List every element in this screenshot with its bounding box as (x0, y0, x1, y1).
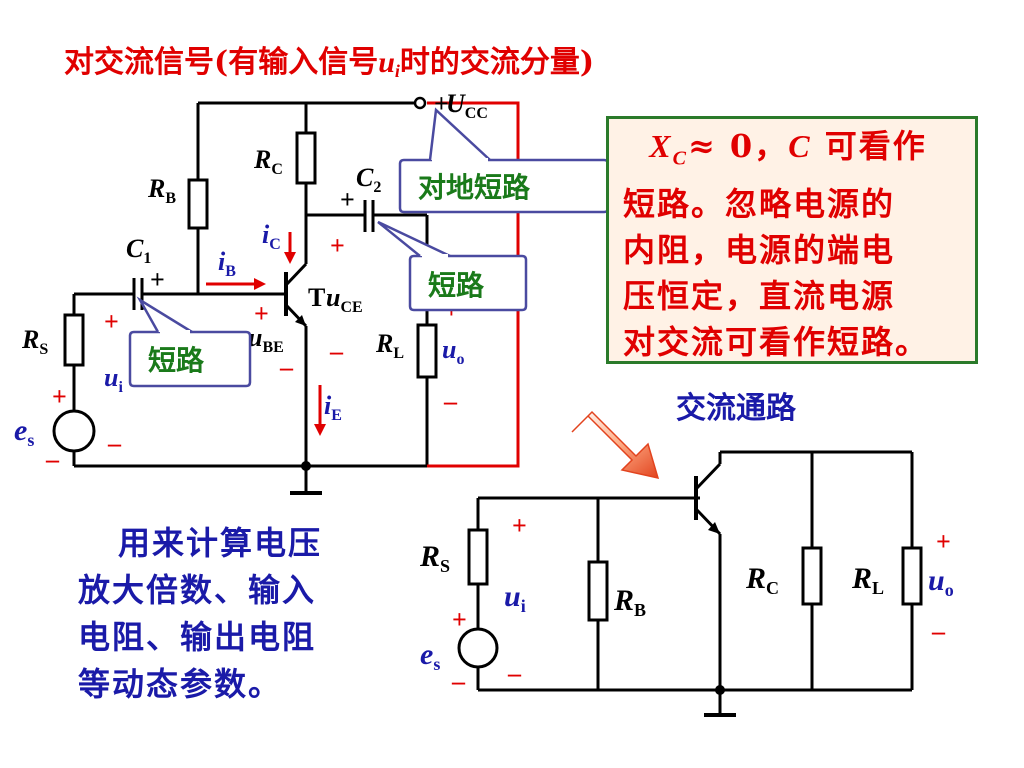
label-ie: iE (324, 391, 342, 424)
ac-label-es: es (420, 638, 440, 674)
ac-voltage-source-es (457, 627, 499, 669)
ac-label-rs: RS (419, 540, 450, 576)
label-ube-minus: – (279, 353, 294, 382)
note-line-5: 对交流可看作短路。 (623, 323, 930, 362)
ac-labels: RS + ui – + es – RB RC RL + uo – (419, 511, 954, 696)
ac-label-rl: RL (851, 562, 884, 598)
ac-label-rb: RB (613, 584, 646, 620)
ac-resistor-rb (587, 560, 609, 622)
page-title: 对交流信号(有输入信号ui时的交流分量) (64, 45, 594, 81)
label-es-minus: – (45, 445, 60, 474)
ac-equivalent-circuit (457, 450, 923, 717)
label-ube-plus: + (254, 299, 269, 328)
label-transistor-t: T (308, 283, 325, 312)
callouts: 对地短路 短路 短路 (128, 107, 610, 388)
label-ui: ui (104, 363, 123, 396)
label-c2: C2 (356, 163, 381, 196)
ac-label-ui-minus: – (507, 659, 522, 688)
callout-c1-short-box (128, 330, 252, 388)
ib-arrow-icon (254, 278, 266, 290)
label-rb: RB (147, 174, 176, 207)
resistor-rc (295, 131, 317, 185)
ac-path-arrow-icon (571, 410, 660, 480)
ac-label-rc: RC (745, 562, 779, 598)
label-uo: uo (442, 335, 464, 368)
summary-line-2: 放大倍数、输入 (78, 571, 317, 609)
label-ube: uBE (248, 323, 284, 356)
ie-arrow-icon (314, 424, 326, 436)
ac-resistor-rl (901, 546, 923, 606)
callout-c2-short-box (408, 254, 528, 312)
callout-c1-short-text: 短路 (148, 344, 205, 377)
note-line-4: 压恒定，直流电源 (623, 277, 896, 316)
callout-ground-short-pointer (428, 107, 491, 161)
resistor-rs (63, 313, 85, 367)
label-uce-plus: + (330, 231, 345, 260)
ac-label-uo-plus: + (936, 527, 951, 556)
ac-path-title: 交流通路 (676, 391, 797, 426)
resistor-rl (416, 323, 438, 379)
label-uce: uCE (326, 283, 363, 316)
ic-arrow-icon (284, 252, 296, 264)
label-ui-plus: + (104, 307, 119, 336)
ac-label-uo: uo (928, 564, 954, 600)
note-line-3: 内阻，电源的端电 (623, 231, 896, 270)
label-ib: iB (218, 247, 236, 280)
label-es-plus: + (52, 382, 67, 411)
ac-label-ui-plus: + (512, 511, 527, 540)
label-ucc: UCC (446, 89, 488, 122)
ac-resistor-rs (467, 528, 489, 586)
note-line-2: 短路。忽略电源的 (623, 185, 896, 224)
ac-label-ui: ui (504, 580, 526, 616)
summary-line-3: 电阻、输出电阻 (78, 618, 317, 656)
ac-label-uo-minus: – (931, 617, 946, 646)
ac-label-es-minus: – (451, 667, 466, 696)
label-uce-minus: – (329, 337, 344, 366)
ac-resistor-rc (801, 546, 823, 606)
callout-c1-short-pointer (136, 296, 193, 334)
label-rs: RS (21, 325, 48, 358)
label-c1: C1 (126, 234, 151, 267)
resistor-rb (187, 178, 209, 230)
summary-line-1: 用来计算电压 (118, 524, 323, 562)
vcc-terminal (413, 96, 427, 110)
upper-circuit (52, 96, 520, 495)
label-c2-plus: + (340, 185, 355, 214)
summary-text: 用来计算电压 放大倍数、输入 电阻、输出电阻 等动态参数。 (78, 520, 378, 708)
callout-c2-short-text: 短路 (428, 269, 485, 302)
label-es: es (14, 414, 34, 450)
callout-c2-short-pointer (377, 220, 451, 258)
note-line-1: XC≈ 0，C 可看作 (649, 127, 927, 170)
label-uo-minus: – (443, 387, 458, 416)
note-box: XC≈ 0，C 可看作 短路。忽略电源的 内阻，电源的端电 压恒定，直流电源 对… (606, 116, 978, 364)
ac-label-es-plus: + (452, 605, 467, 634)
summary-line-4: 等动态参数。 (78, 665, 283, 703)
label-ic: iC (262, 220, 281, 253)
label-c1-plus: + (150, 265, 165, 294)
callout-ground-short-text: 对地短路 (418, 171, 531, 204)
label-ui-minus: – (107, 429, 122, 458)
voltage-source-es (52, 409, 96, 453)
label-rc: RC (253, 145, 283, 178)
label-rl: RL (375, 329, 404, 362)
